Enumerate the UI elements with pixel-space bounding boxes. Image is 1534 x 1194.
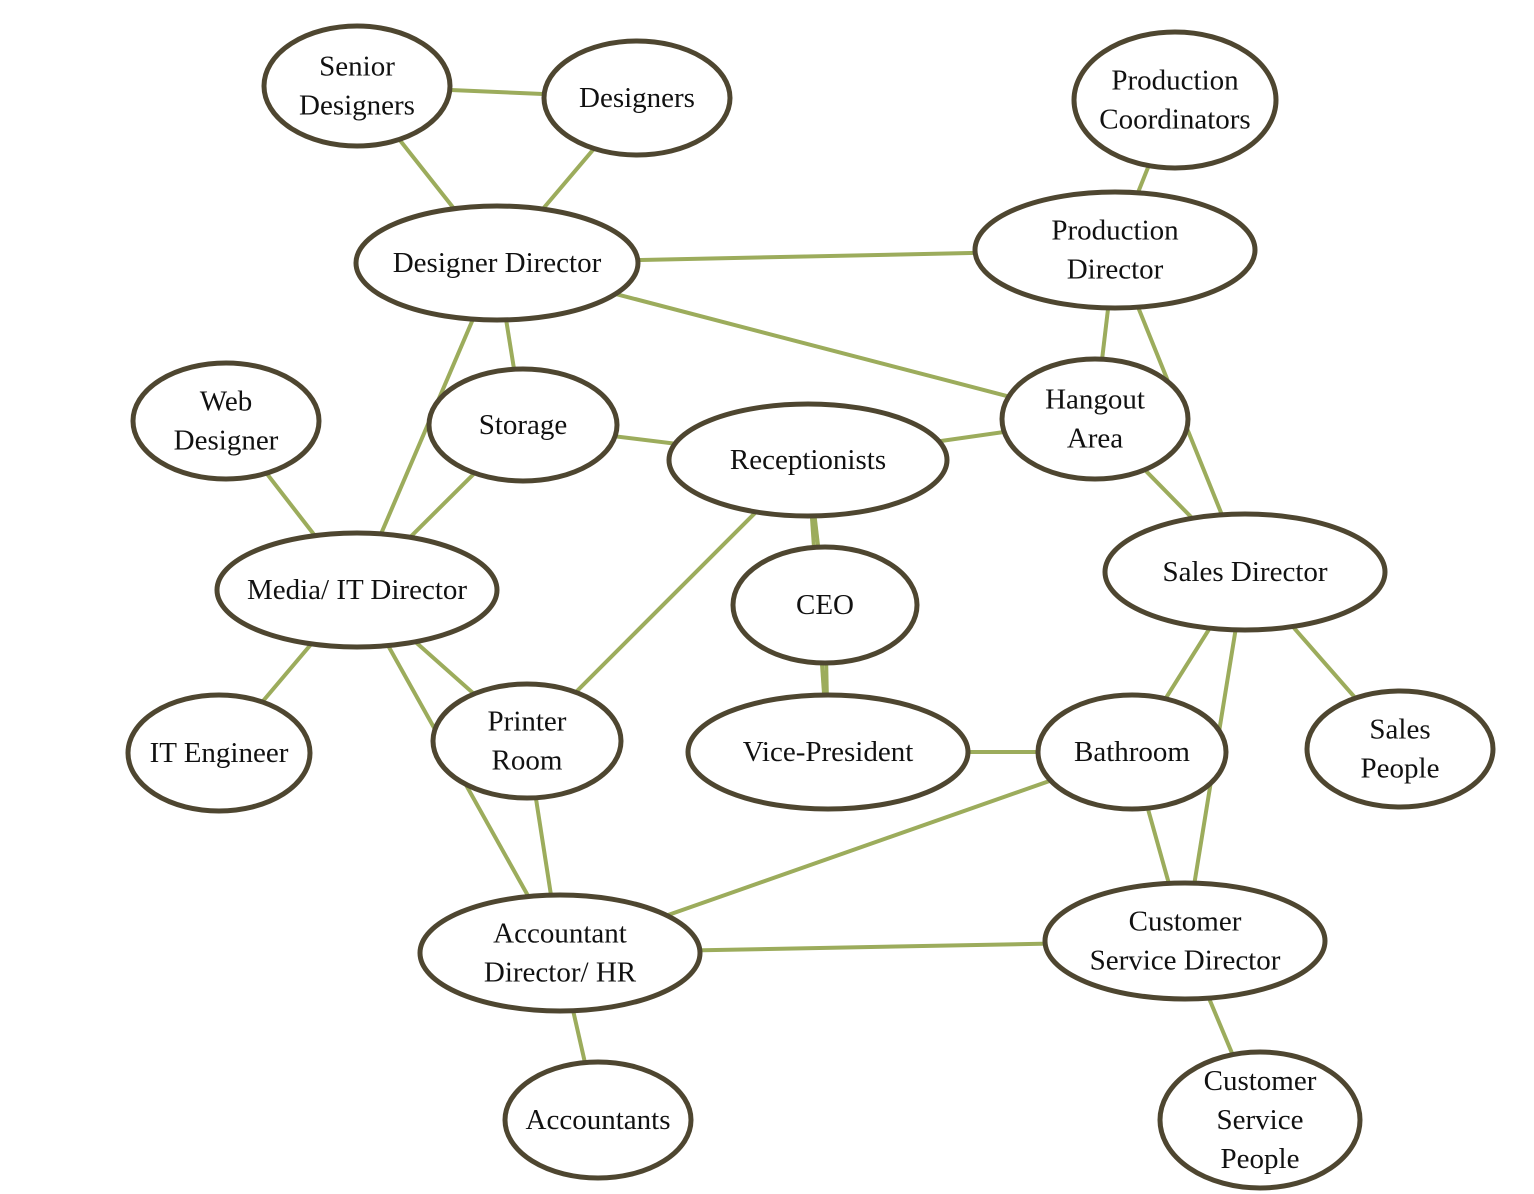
node-label: Production	[1051, 215, 1179, 247]
node-receptionists: Receptionists	[666, 401, 950, 519]
node-label: Sales	[1369, 714, 1430, 746]
node-ellipse	[261, 23, 453, 149]
node-media-it-director: Media/ IT Director	[214, 530, 500, 650]
node-ellipse	[730, 544, 920, 666]
node-designer-director: Designer Director	[353, 203, 641, 323]
node-label: Senior	[319, 51, 395, 83]
node-label: Coordinators	[1099, 104, 1250, 136]
node-it-engineer: IT Engineer	[125, 692, 313, 814]
node-label: Receptionists	[730, 444, 886, 476]
node-label: Service Director	[1090, 945, 1281, 977]
node-accountants: Accountants	[502, 1059, 694, 1181]
node-ellipse	[353, 203, 641, 323]
node-ellipse	[214, 530, 500, 650]
node-label: Sales Director	[1162, 556, 1327, 588]
node-label: IT Engineer	[150, 737, 289, 769]
node-ceo: CEO	[730, 544, 920, 666]
node-ellipse	[502, 1059, 694, 1181]
node-ellipse	[1035, 692, 1229, 812]
node-label: Printer	[488, 706, 567, 738]
node-ellipse	[130, 360, 322, 482]
node-ellipse	[1071, 29, 1279, 171]
node-label: Storage	[479, 409, 568, 441]
node-ellipse	[125, 692, 313, 814]
node-storage: Storage	[426, 366, 620, 484]
node-label: Web	[200, 386, 252, 418]
node-label: Hangout	[1045, 384, 1145, 416]
node-label: Service	[1217, 1104, 1304, 1136]
node-ellipse	[430, 681, 624, 801]
node-label: Accountants	[526, 1104, 671, 1136]
node-ellipse	[1102, 511, 1388, 633]
node-label: Bathroom	[1074, 736, 1190, 768]
node-label: Media/ IT Director	[247, 574, 467, 606]
node-bathroom: Bathroom	[1035, 692, 1229, 812]
node-ellipse	[685, 692, 971, 812]
node-label: Designers	[579, 82, 695, 114]
node-label: CEO	[796, 589, 854, 621]
node-label: Room	[492, 745, 563, 777]
node-ellipse	[1304, 688, 1496, 810]
node-label: People	[1361, 753, 1440, 785]
node-label: Customer	[1204, 1065, 1317, 1097]
node-label: Accountant	[493, 918, 627, 950]
node-label: Director	[1067, 254, 1164, 286]
node-label: Customer	[1129, 906, 1242, 938]
node-ellipse	[666, 401, 950, 519]
node-designers: Designers	[541, 38, 733, 158]
node-ellipse	[1042, 880, 1328, 1002]
node-label: Area	[1067, 423, 1123, 455]
node-ellipse	[972, 189, 1258, 311]
node-label: Production	[1111, 65, 1239, 97]
node-ellipse	[417, 892, 703, 1014]
node-sales-director: Sales Director	[1102, 511, 1388, 633]
node-ellipse	[541, 38, 733, 158]
node-vice-president: Vice-President	[685, 692, 971, 812]
node-label: Director/ HR	[484, 957, 637, 989]
node-label: Designers	[299, 90, 415, 122]
node-label: Designer Director	[393, 247, 602, 279]
node-label: People	[1221, 1143, 1300, 1175]
node-ellipse	[999, 356, 1191, 482]
node-label: Vice-President	[743, 736, 914, 768]
node-label: Designer	[174, 425, 279, 457]
node-ellipse	[1157, 1049, 1363, 1191]
node-ellipse	[426, 366, 620, 484]
